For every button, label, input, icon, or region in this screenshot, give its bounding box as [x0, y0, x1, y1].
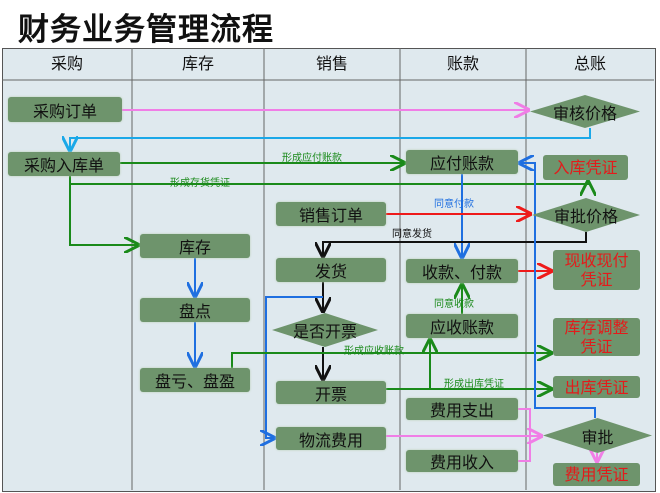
arrow-ship-to-logistics: [266, 296, 323, 438]
node-review-price-label: 审核价格: [552, 103, 617, 123]
arrow-review-to-receipt: [70, 128, 591, 150]
diamond-shape: [272, 313, 378, 347]
node-approve-label: 审批: [581, 427, 614, 447]
node-receive-pay[interactable]: 收款、付款: [406, 259, 518, 283]
node-count[interactable]: 盘点: [140, 298, 250, 322]
node-ship[interactable]: 发货: [276, 258, 386, 282]
node-accounts-receivable[interactable]: 应收账款: [406, 314, 518, 338]
node-review-price[interactable]: 审核价格: [530, 95, 640, 128]
label-agree-pay: 同意付款: [434, 199, 474, 210]
arrow-approve-to-ap: [520, 163, 596, 418]
label-agree-ship: 同意发货: [392, 229, 432, 240]
node-approve[interactable]: 审批: [543, 418, 652, 453]
node-invoice-question[interactable]: 是否开票: [272, 313, 378, 347]
node-loss-gain[interactable]: 盘亏、盘盈: [140, 368, 250, 392]
arrow-loss-to-adj-voucher: [231, 353, 551, 368]
node-out-voucher[interactable]: 出库凭证: [553, 376, 640, 398]
column-header-purchase: 采购: [50, 54, 83, 73]
label-form-inv: 形成存货凭证: [170, 178, 230, 189]
column-header-sales: 销售: [315, 54, 348, 73]
node-invoice-question-label: 是否开票: [292, 322, 357, 341]
node-adjust-voucher[interactable]: 库存调整凭证: [553, 318, 640, 356]
node-in-voucher[interactable]: 入库凭证: [543, 155, 628, 180]
node-expense-out[interactable]: 费用支出: [406, 398, 518, 420]
column-header-inventory: 库存: [181, 54, 214, 73]
label-agree-recv: 同意收款: [434, 299, 474, 310]
node-invoice[interactable]: 开票: [276, 381, 386, 404]
diamond-shape: [543, 418, 652, 453]
column-header-accounts: 账款: [446, 54, 479, 73]
node-expense-voucher[interactable]: 费用凭证: [553, 463, 640, 486]
node-approve-price[interactable]: 审批价格: [532, 198, 640, 232]
diamond-shape: [532, 198, 640, 232]
arrow-receipt-to-in-voucher: [69, 175, 588, 184]
arrow-approve-price-to-ship: [323, 232, 587, 256]
diamond-shape: [530, 95, 640, 128]
node-purchase-order[interactable]: 采购订单: [8, 97, 122, 122]
label-form-out: 形成出库凭证: [444, 379, 504, 390]
node-expense-in[interactable]: 费用收入: [406, 450, 518, 472]
node-accounts-payable[interactable]: 应付账款: [406, 150, 518, 174]
column-header-ledger: 总账: [573, 54, 606, 73]
node-purchase-receipt[interactable]: 采购入库单: [8, 152, 120, 176]
page-title: 财务业务管理流程: [18, 12, 274, 48]
label-form-ap: 形成应付账款: [282, 153, 342, 164]
arrow-receipt-to-stock: [69, 184, 138, 245]
node-stock[interactable]: 库存: [140, 234, 250, 258]
label-form-ar: 形成应收账款: [344, 346, 404, 357]
node-sales-order[interactable]: 销售订单: [276, 202, 386, 226]
node-cash-voucher[interactable]: 现收现付凭证: [553, 250, 640, 290]
node-logistics[interactable]: 物流费用: [276, 427, 386, 450]
node-approve-price-label: 审批价格: [553, 207, 618, 226]
